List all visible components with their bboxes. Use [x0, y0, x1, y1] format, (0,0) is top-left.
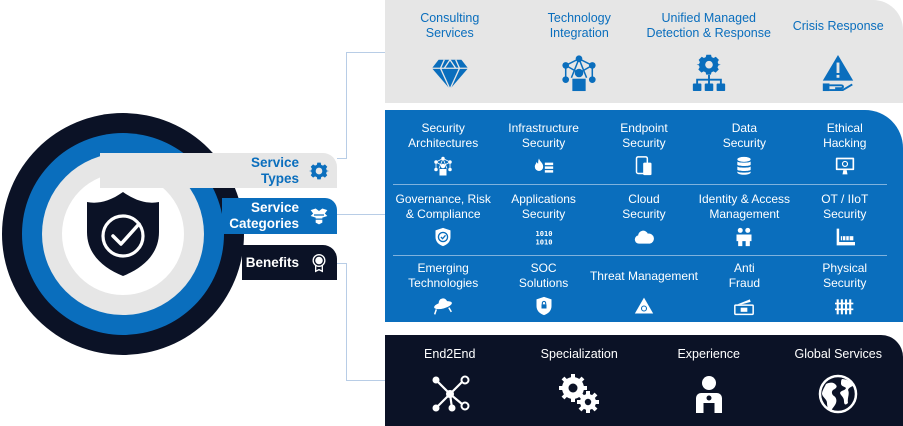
benefit-label: Specialization: [540, 347, 618, 361]
globe-icon: [818, 374, 858, 414]
benefit-item[interactable]: Specialization: [515, 335, 645, 426]
row-divider: [393, 184, 887, 185]
gears-icon: [559, 374, 599, 414]
connector-types-v: [346, 52, 347, 159]
shield-check-icon: [87, 192, 159, 276]
shield-check-icon: [433, 227, 453, 247]
benefit-label: Experience: [677, 347, 741, 361]
row-divider: [393, 255, 887, 256]
tab-label: Benefits: [245, 254, 299, 270]
factory-icon: [835, 227, 855, 247]
tab-benefits[interactable]: Benefits: [242, 245, 337, 280]
database-icon: [734, 156, 754, 176]
network-person-icon: [433, 156, 453, 176]
connector-categories: [337, 214, 385, 215]
people-icon: [734, 227, 754, 247]
benefit-label: Global Services: [794, 347, 883, 361]
benefit-item[interactable]: Global Services: [774, 335, 903, 426]
category-item[interactable]: Threat Management: [590, 260, 698, 330]
network-person-icon: [560, 54, 598, 92]
gear-hierarchy-icon: [690, 54, 728, 92]
connector-benefits-h1: [337, 263, 347, 264]
warning-hand-icon: [819, 54, 857, 92]
connector-benefits-h2: [346, 380, 385, 381]
connector-types-h2: [346, 52, 385, 53]
benefits-panel: End2End Specialization Experience Global…: [385, 335, 903, 426]
fence-icon: [835, 296, 855, 316]
hub-nodes-icon: [430, 374, 470, 414]
ufo-icon: [433, 296, 453, 316]
service-type-item[interactable]: Crisis Response: [774, 0, 903, 103]
biohazard-monitor-icon: [835, 156, 855, 176]
cash-register-icon: [734, 296, 754, 316]
connector-benefits-v: [346, 263, 347, 381]
firewall-icon: [534, 156, 554, 176]
category-item[interactable]: Governance, Risk& Compliance: [393, 191, 493, 261]
devices-icon: [634, 156, 654, 176]
cloud-icon: [634, 227, 654, 247]
benefit-label: End2End: [424, 347, 476, 361]
person-icon: [689, 374, 729, 414]
connector-types-h1: [337, 158, 347, 159]
gear-icon: [309, 161, 329, 181]
award-ribbon-icon: [309, 253, 329, 273]
binary-code-icon: [534, 227, 554, 247]
benefit-item[interactable]: End2End: [385, 335, 515, 426]
diamond-icon: [431, 54, 469, 92]
shield-lock-icon: [534, 296, 554, 316]
benefit-item[interactable]: Experience: [644, 335, 774, 426]
open-box-icon: [309, 206, 329, 226]
biohazard-triangle-icon: [634, 296, 654, 316]
category-row: Governance, Risk& Compliance Application…: [385, 191, 903, 261]
